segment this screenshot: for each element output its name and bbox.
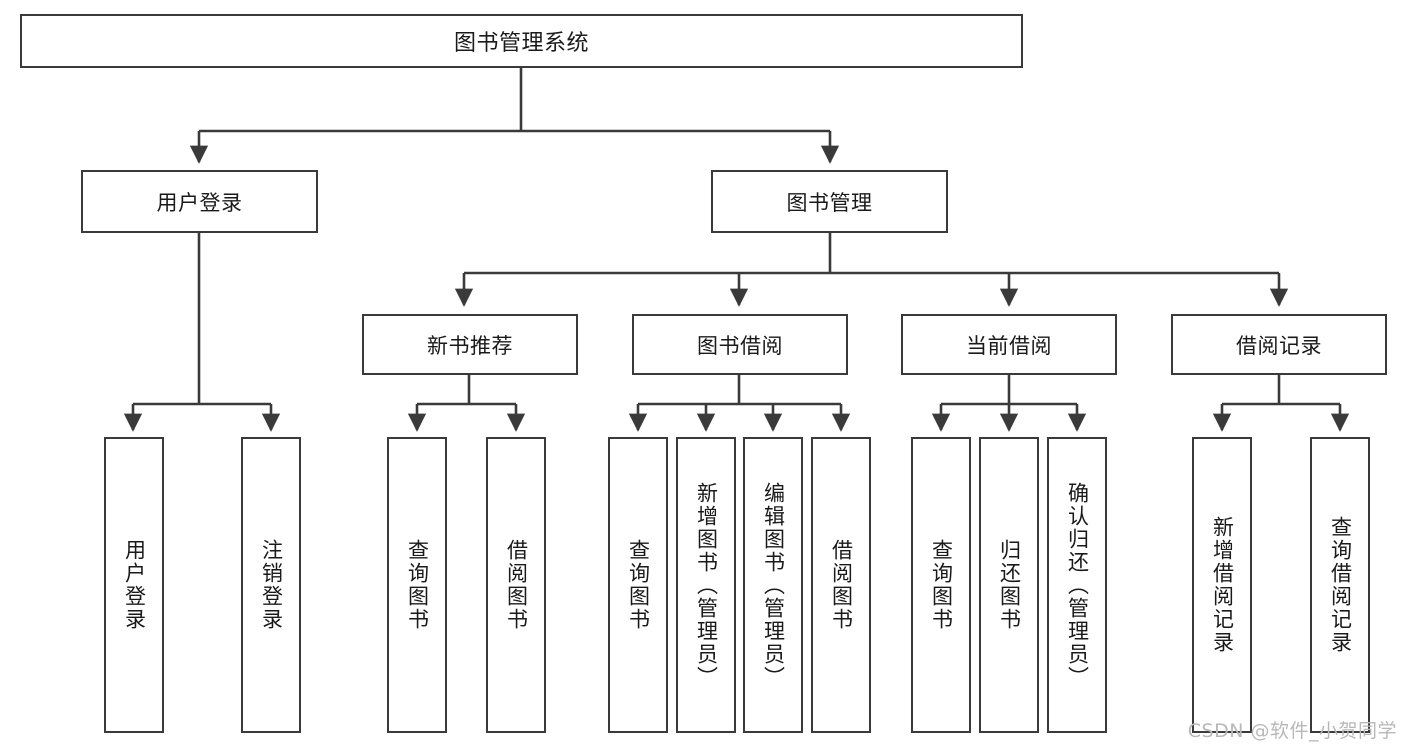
leaf-query-book-borrow[interactable]: 查询图书 (608, 437, 668, 733)
node-book-management[interactable]: 图书管理 (711, 170, 948, 233)
leaf-query-borrow-record[interactable]: 查询借阅记录 (1310, 437, 1370, 733)
node-book-borrow[interactable]: 图书借阅 (632, 314, 848, 375)
node-user-login[interactable]: 用户登录 (81, 170, 318, 233)
leaf-query-book-recommend[interactable]: 查询图书 (387, 437, 447, 733)
node-current-borrow[interactable]: 当前借阅 (901, 314, 1117, 375)
leaf-return-book[interactable]: 归还图书 (979, 437, 1039, 733)
leaf-user-login[interactable]: 用户登录 (104, 437, 164, 733)
node-root[interactable]: 图书管理系统 (20, 14, 1023, 68)
leaf-logout[interactable]: 注销登录 (241, 437, 301, 733)
leaf-edit-book-admin[interactable]: 编辑图书（管理员） (743, 437, 803, 733)
leaf-query-book-current[interactable]: 查询图书 (911, 437, 971, 733)
leaf-borrow-book[interactable]: 借阅图书 (811, 437, 871, 733)
leaf-borrow-book-recommend[interactable]: 借阅图书 (486, 437, 546, 733)
watermark: CSDN @软件_小贺同学 (1187, 720, 1397, 742)
leaf-confirm-return-admin[interactable]: 确认归还（管理员） (1047, 437, 1107, 733)
leaf-add-borrow-record[interactable]: 新增借阅记录 (1192, 437, 1252, 733)
node-new-book-recommend[interactable]: 新书推荐 (362, 314, 578, 375)
node-borrow-record[interactable]: 借阅记录 (1171, 314, 1387, 375)
leaf-add-book-admin[interactable]: 新增图书（管理员） (676, 437, 736, 733)
